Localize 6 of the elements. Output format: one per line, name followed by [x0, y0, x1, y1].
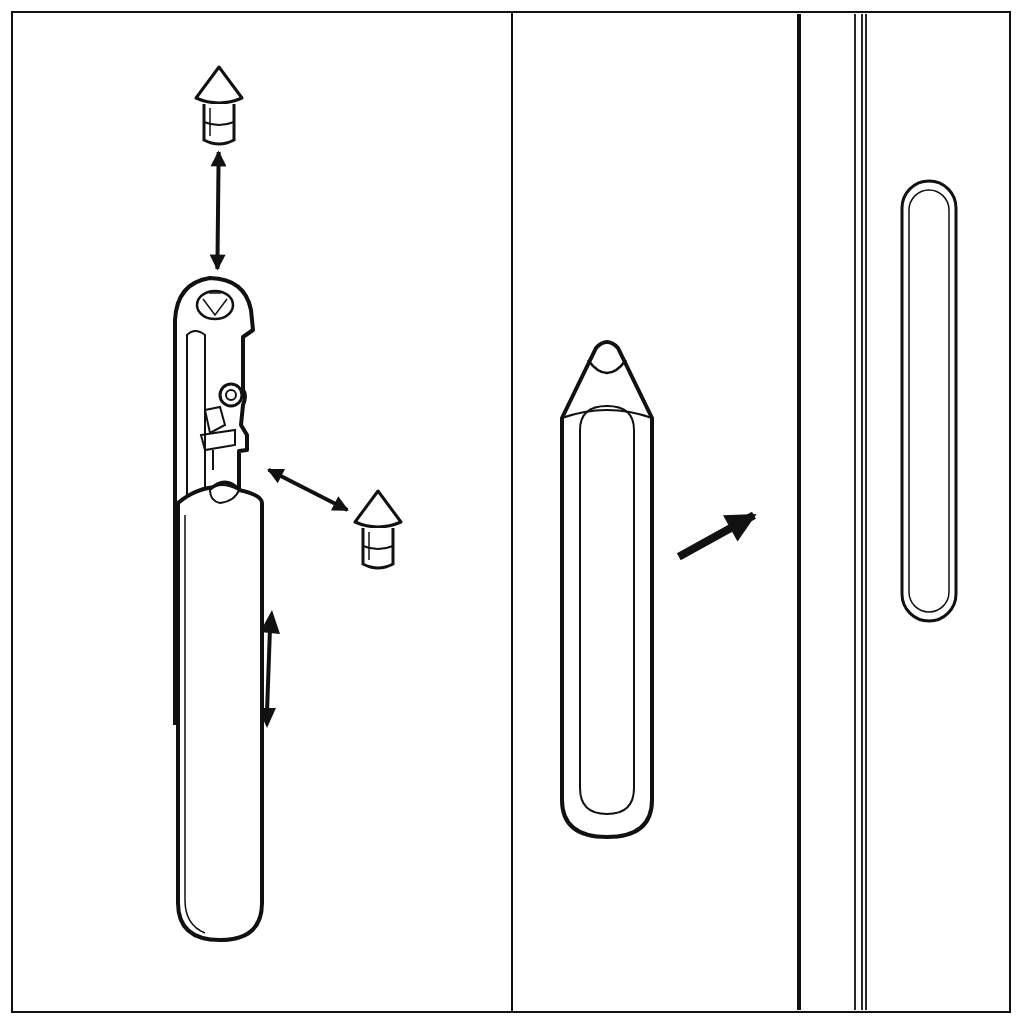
arrow — [676, 511, 757, 561]
pen-tip-drawing — [351, 488, 405, 572]
arrow — [209, 150, 227, 271]
arrow — [267, 467, 349, 512]
pen-tip-drawing — [192, 64, 246, 148]
stylus-drawing — [558, 340, 656, 840]
